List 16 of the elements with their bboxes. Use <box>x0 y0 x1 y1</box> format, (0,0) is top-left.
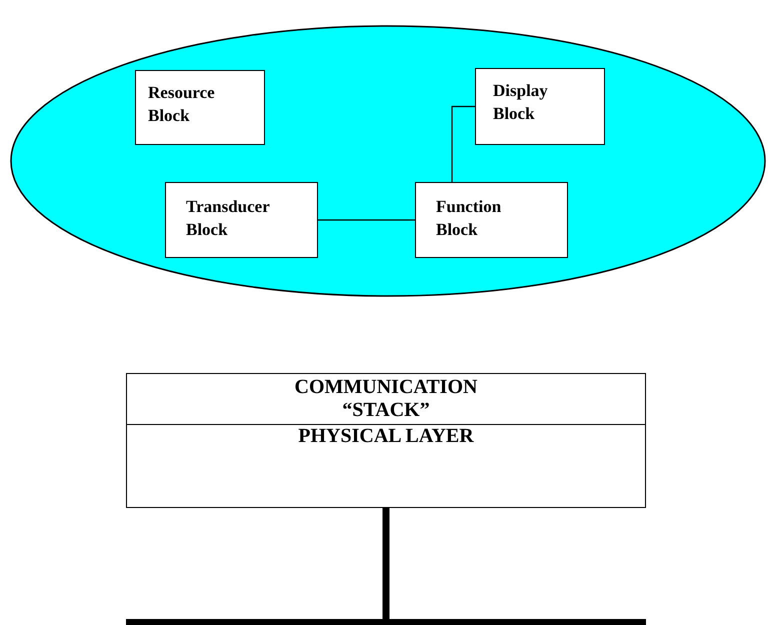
ellipse-shape <box>10 25 766 297</box>
stack-layer-box <box>126 373 646 424</box>
stack-layer-box <box>126 424 646 508</box>
block-label: COMMUNICATION “STACK” <box>294 376 478 422</box>
block-label: Display Block <box>493 80 549 125</box>
connector-line <box>451 106 475 182</box>
block-label: Function Block <box>436 196 502 241</box>
block-box <box>135 70 265 145</box>
block-box <box>165 182 318 258</box>
block-label: Transducer Block <box>186 196 270 241</box>
connector-line <box>382 508 390 619</box>
block-label: PHYSICAL LAYER <box>297 425 475 448</box>
block-box <box>415 182 568 258</box>
connector-line <box>318 219 415 221</box>
block-box <box>475 68 605 145</box>
block-label: Resource Block <box>148 82 216 127</box>
